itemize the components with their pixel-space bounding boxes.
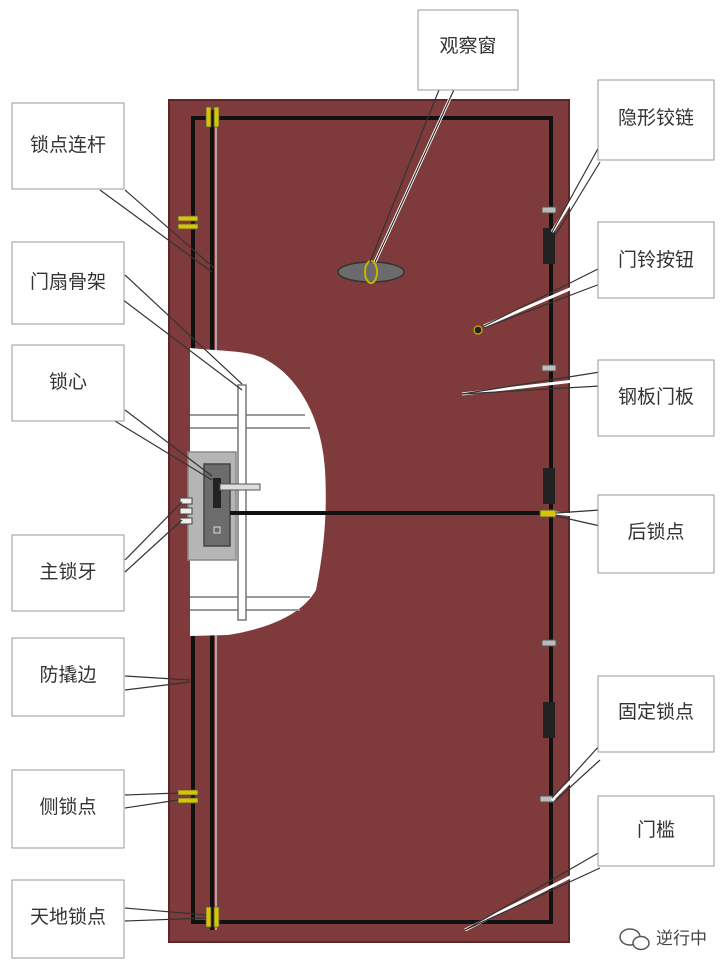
svg-text:门铃按钮: 门铃按钮: [618, 249, 694, 271]
skeleton-vertical-bar: [237, 384, 247, 621]
svg-text:主锁牙: 主锁牙: [39, 561, 96, 583]
svg-text:锁点连杆: 锁点连杆: [30, 134, 106, 156]
callout-hidden-hinge: 隐形铰链: [597, 79, 715, 161]
callout-threshold: 门槛: [597, 795, 715, 867]
hinge-pin-2: [541, 364, 557, 372]
svg-text:固定锁点: 固定锁点: [618, 701, 694, 723]
callout-anti-pry-edge: 防撬边: [11, 637, 125, 717]
svg-text:隐形铰链: 隐形铰链: [618, 107, 694, 129]
svg-text:锁心: 锁心: [49, 371, 87, 393]
callout-lock-linkage: 锁点连杆: [11, 102, 125, 190]
lock-cylinder: [213, 478, 221, 508]
svg-text:观察窗: 观察窗: [439, 35, 496, 57]
callout-viewing-window: 观察窗: [417, 9, 519, 91]
callout-top-bottom-lock-point: 天地锁点: [11, 879, 125, 959]
callout-doorbell-button: 门铃按钮: [597, 221, 715, 299]
main-lock-bolt-2: [179, 507, 193, 515]
fixed-lock-point: [539, 795, 557, 803]
callout-door-frame-skeleton: 门扇骨架: [11, 241, 125, 325]
callout-rear-lock-point: 后锁点: [597, 494, 715, 574]
callout-main-lock-bolt: 主锁牙: [11, 534, 125, 612]
rear-lock-point: [539, 509, 557, 518]
wechat-icon: [619, 928, 650, 951]
top-lock-point: [205, 106, 220, 128]
svg-text:侧锁点: 侧锁点: [39, 796, 96, 818]
watermark: 逆行中: [619, 928, 707, 951]
svg-text:门扇骨架: 门扇骨架: [30, 271, 106, 293]
viewing-window: [337, 261, 405, 283]
callout-fixed-lock-point: 固定锁点: [597, 675, 715, 753]
hidden-hinge-bottom: [543, 702, 555, 738]
svg-text:门槛: 门槛: [637, 819, 675, 841]
watermark-text: 逆行中: [656, 929, 707, 949]
side-lock-point-upper: [177, 215, 199, 230]
bottom-lock-point: [205, 906, 220, 928]
lock-spindle: [213, 526, 221, 534]
hinge-pin-3: [541, 639, 557, 647]
svg-text:后锁点: 后锁点: [627, 521, 684, 543]
lock-handle-bar: [219, 483, 261, 491]
main-lock-bolt-3: [179, 517, 193, 525]
hidden-hinge-middle: [543, 468, 555, 504]
leader-lines: [99, 69, 601, 931]
main-lock-bolt-1: [179, 497, 193, 505]
doorbell-button: [473, 325, 483, 335]
svg-text:钢板门板: 钢板门板: [618, 386, 694, 408]
hinge-pin-top: [541, 206, 557, 214]
svg-text:天地锁点: 天地锁点: [30, 906, 106, 928]
hidden-hinge-top: [543, 228, 555, 264]
svg-text:防撬边: 防撬边: [39, 664, 96, 686]
callout-side-lock-point: 侧锁点: [11, 769, 125, 849]
callout-lock-core: 锁心: [11, 344, 125, 422]
cutaway-opening: [190, 348, 326, 636]
callout-steel-door-panel: 钢板门板: [597, 359, 715, 437]
